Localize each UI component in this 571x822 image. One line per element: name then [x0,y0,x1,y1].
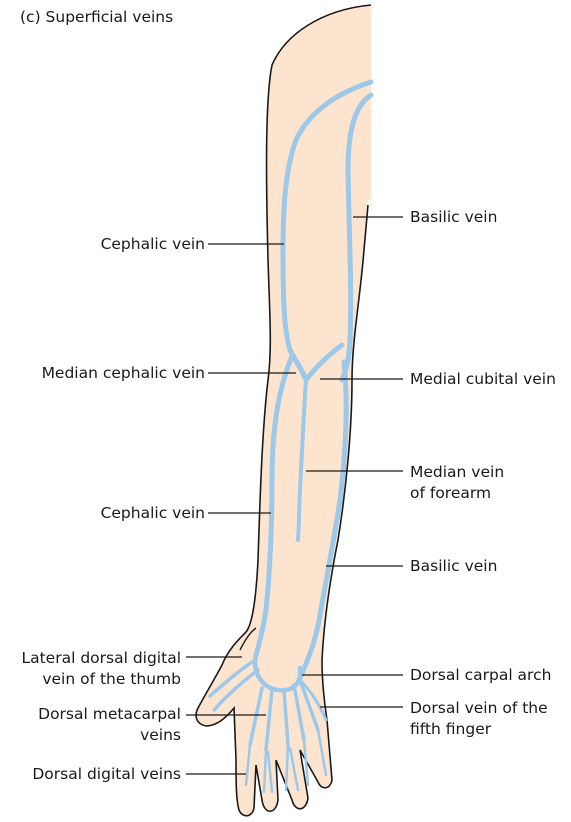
label-dorsal-metacarpal-line1: Dorsal metacarpal [38,704,181,725]
label-basilic-vein-upper: Basilic vein [410,207,497,228]
label-median-vein-line2: of forearm [410,483,504,504]
label-lateral-dorsal-digital-line2: vein of the thumb [21,669,181,690]
label-dorsal-fifth-line2: fifth finger [410,719,548,740]
figure-title: (c) Superficial veins [20,8,173,26]
label-dorsal-metacarpal-veins: Dorsal metacarpal veins [38,704,181,746]
label-cephalic-vein-upper: Cephalic vein [101,234,205,255]
label-median-vein-line1: Median vein [410,462,504,483]
label-lateral-dorsal-digital-vein: Lateral dorsal digital vein of the thumb [21,648,181,690]
label-dorsal-metacarpal-line2: veins [38,725,181,746]
label-basilic-vein-lower: Basilic vein [410,556,497,577]
label-dorsal-carpal-arch: Dorsal carpal arch [410,665,551,686]
label-medial-cubital-vein: Medial cubital vein [410,369,556,390]
label-dorsal-fifth-line1: Dorsal vein of the [410,698,548,719]
label-dorsal-digital-veins: Dorsal digital veins [32,764,181,785]
label-dorsal-vein-fifth-finger: Dorsal vein of the fifth finger [410,698,548,740]
label-lateral-dorsal-digital-line1: Lateral dorsal digital [21,648,181,669]
label-cephalic-vein-lower: Cephalic vein [101,503,205,524]
label-median-vein-forearm: Median vein of forearm [410,462,504,504]
label-median-cephalic-vein: Median cephalic vein [42,363,205,384]
